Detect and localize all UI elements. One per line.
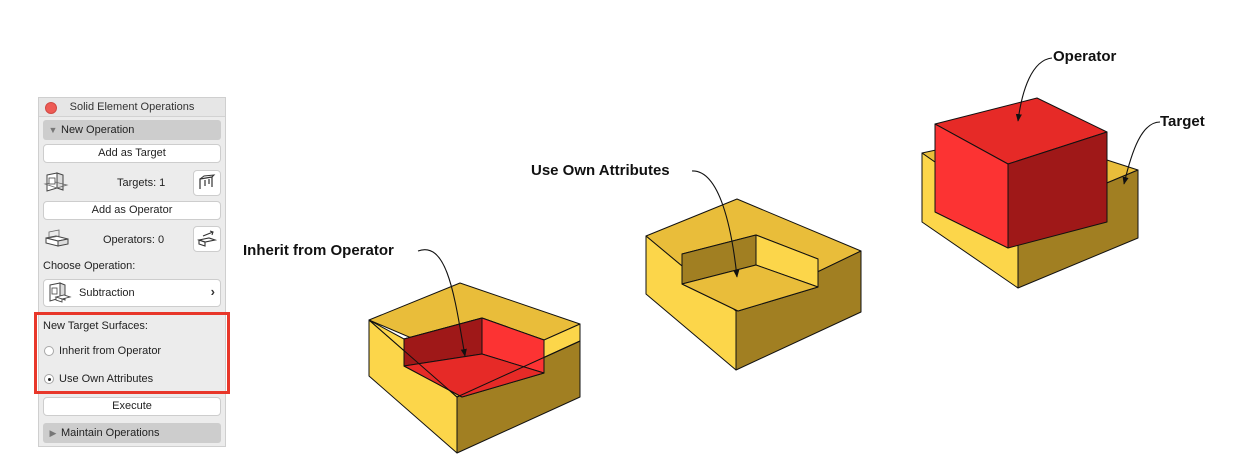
operator-solid: [934, 97, 1108, 249]
select-targets-button[interactable]: [193, 170, 221, 196]
operator-element-icon: [43, 226, 71, 252]
operation-select[interactable]: Subtraction ›: [43, 279, 221, 307]
inherit-leader-arrow: [417, 249, 467, 357]
target-leader-arrow: [1122, 121, 1161, 185]
solid-element-operations-palette: Solid Element Operations ▼New Operation …: [34, 97, 230, 447]
chevron-right-icon: ›: [210, 284, 215, 299]
maintain-operations-label: Maintain Operations: [61, 427, 160, 439]
inherit-annotation: Inherit from Operator: [243, 242, 394, 259]
own-attributes-leader-arrow: [691, 170, 740, 278]
palette-titlebar: Solid Element Operations: [39, 98, 225, 117]
new-operation-header[interactable]: ▼New Operation: [43, 120, 221, 140]
operation-value: Subtraction: [79, 287, 135, 299]
add-as-target-button[interactable]: Add as Target: [43, 144, 221, 163]
choose-operation-label: Choose Operation:: [43, 260, 136, 272]
select-targets-icon: [199, 174, 216, 189]
operator-leader-arrow: [1015, 57, 1053, 122]
palette-title: Solid Element Operations: [69, 101, 195, 113]
own-attributes-annotation: Use Own Attributes: [531, 162, 670, 179]
operator-annotation: Operator: [1053, 48, 1117, 65]
target-annotation: Target: [1160, 113, 1205, 130]
select-operators-icon: [196, 230, 218, 247]
inherit-from-operator-radio[interactable]: [44, 346, 54, 356]
new-target-surfaces-label: New Target Surfaces:: [43, 320, 148, 332]
operators-count-label: Operators: 0: [103, 234, 165, 246]
inherit-result-solid: [368, 282, 581, 454]
target-element-icon: [43, 170, 71, 196]
own-attributes-result-solid: [645, 198, 862, 371]
inherit-from-operator-label[interactable]: Inherit from Operator: [59, 345, 162, 357]
subtraction-icon: [49, 282, 72, 303]
target-solid: [921, 131, 1139, 289]
disclosure-triangle-down-icon: ▼: [48, 125, 58, 135]
use-own-attributes-label[interactable]: Use Own Attributes: [59, 373, 154, 385]
disclosure-triangle-right-icon: ▶: [49, 428, 57, 438]
targets-count-label: Targets: 1: [117, 177, 166, 189]
maintain-operations-header[interactable]: ▶ Maintain Operations: [43, 423, 221, 443]
use-own-attributes-radio[interactable]: [44, 374, 54, 384]
execute-button[interactable]: Execute: [43, 397, 221, 416]
close-icon[interactable]: [45, 102, 57, 114]
highlight-box: [34, 312, 230, 394]
select-operators-button[interactable]: [193, 226, 221, 252]
new-operation-label: New Operation: [61, 124, 135, 136]
add-as-operator-button[interactable]: Add as Operator: [43, 201, 221, 220]
